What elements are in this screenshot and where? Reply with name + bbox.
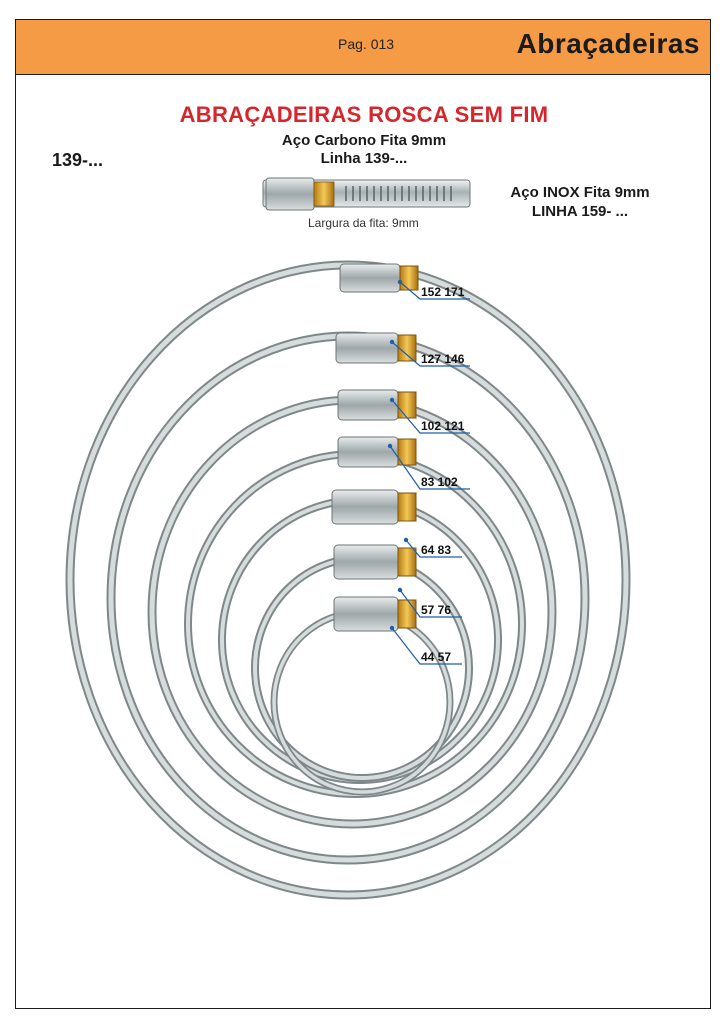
- size-label: 102 121: [421, 419, 465, 433]
- band-width-caption: Largura da fita: 9mm: [308, 216, 419, 230]
- band-sample: [262, 177, 471, 211]
- size-label: 127 146: [421, 352, 465, 366]
- carbon-line: Linha 139-...: [320, 150, 408, 167]
- size-label: 83 102: [421, 475, 458, 489]
- clamp-head-7: [333, 596, 417, 632]
- clamp-head-1: [339, 263, 419, 293]
- leader-lines: [389, 281, 470, 665]
- header-bar: [15, 19, 711, 75]
- clamp-heads: [331, 263, 419, 632]
- clamp-head-6: [333, 544, 417, 580]
- main-title: ABRAÇADEIRAS ROSCA SEM FIM: [179, 102, 549, 127]
- clamp-head-4: [337, 436, 417, 468]
- size-label: 152 171: [421, 285, 465, 299]
- leader-dots: [387, 279, 409, 631]
- size-label: 57 76: [421, 603, 452, 617]
- size-label: 64 83: [421, 543, 452, 557]
- size-label: 44 57: [421, 650, 452, 664]
- page-number: Pag. 013: [338, 36, 395, 52]
- clamp-head-5: [331, 489, 417, 525]
- clamp-head-3: [337, 389, 417, 421]
- section-title: Abraçadeiras: [516, 28, 700, 59]
- product-code: 139-...: [52, 150, 104, 170]
- clamp-head-2: [335, 332, 417, 364]
- inox-line: LINHA 159- ...: [531, 203, 629, 220]
- carbon-spec: Aço Carbono Fita 9mm: [281, 132, 447, 149]
- inox-spec: Aço INOX Fita 9mm: [510, 184, 650, 201]
